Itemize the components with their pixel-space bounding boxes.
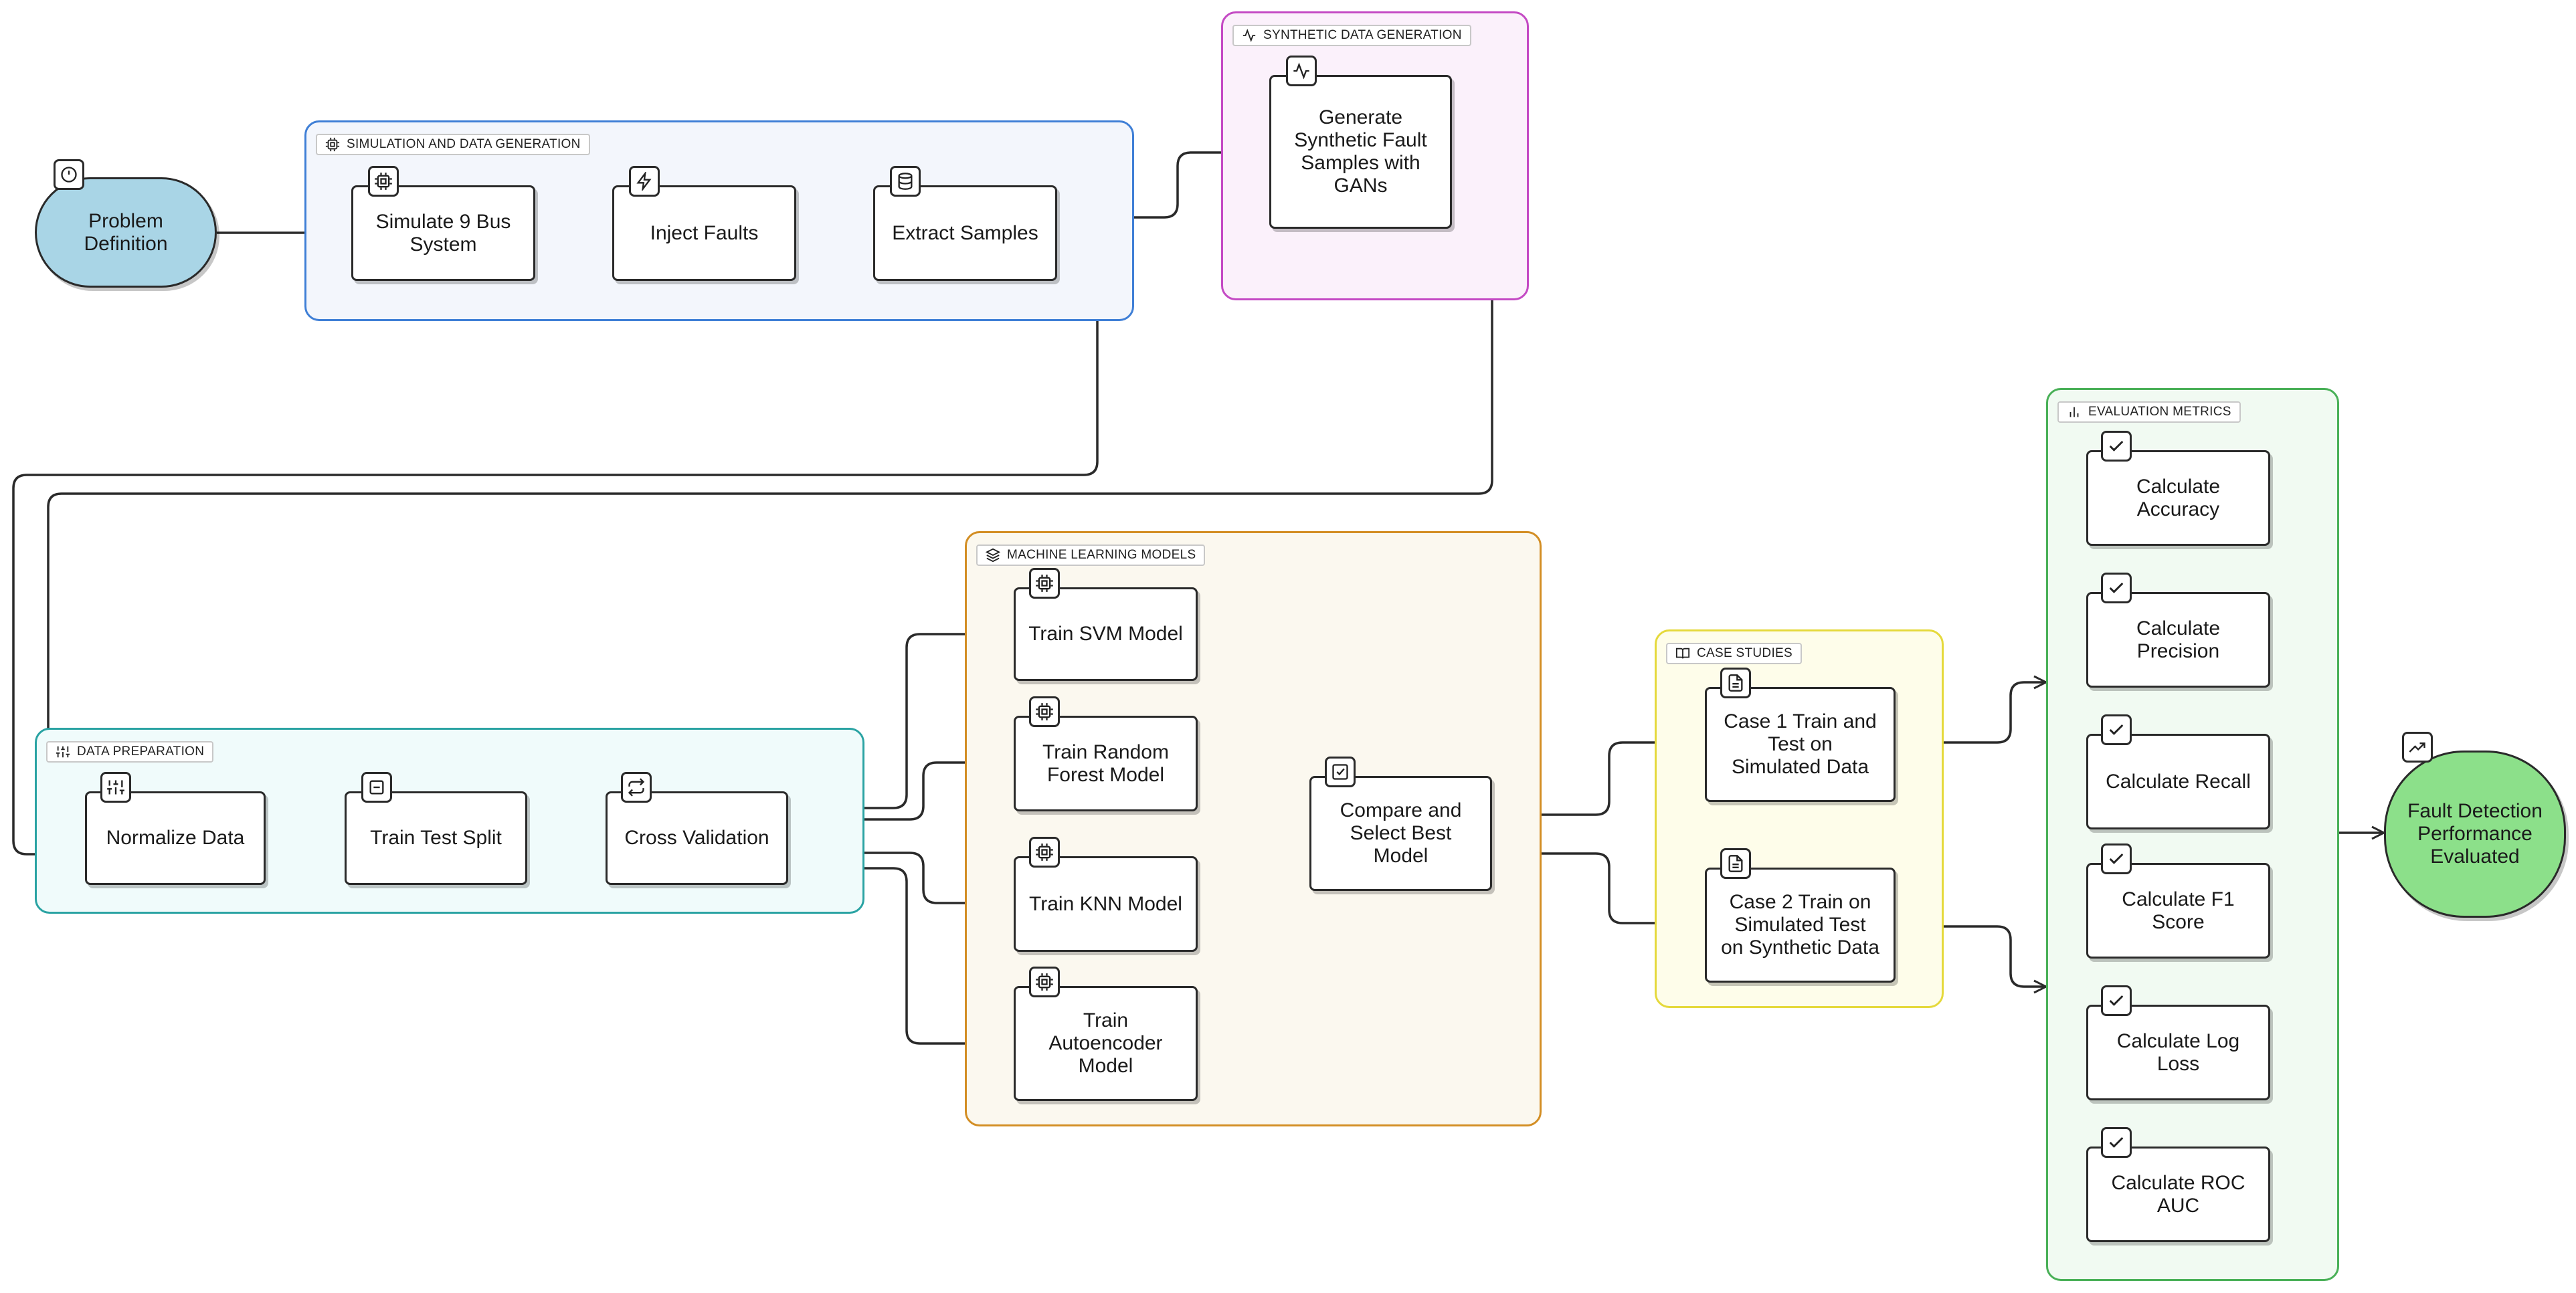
sliders-icon: [100, 772, 131, 803]
inject-faults-node[interactable]: Inject Faults: [612, 185, 796, 281]
cpu-icon: [1029, 696, 1060, 727]
train-autoencoder-node[interactable]: Train Autoencoder Model: [1014, 986, 1198, 1101]
file-text-icon: [1720, 848, 1751, 879]
check-icon: [2101, 714, 2132, 745]
cpu-icon: [1029, 837, 1060, 868]
normalize-data-node[interactable]: Normalize Data: [85, 791, 266, 885]
edge-compare-case1: [1492, 742, 1704, 816]
zap-icon: [629, 166, 660, 197]
calc-precision-node[interactable]: Calculate Precision: [2086, 592, 2270, 688]
train-svm-node[interactable]: Train SVM Model: [1014, 587, 1198, 681]
check-icon: [2101, 843, 2132, 874]
calc-f1-node[interactable]: Calculate F1 Score: [2086, 863, 2270, 959]
train-random-forest-node[interactable]: Train Random Forest Model: [1014, 716, 1198, 811]
file-text-icon: [1720, 668, 1751, 698]
calc-logloss-node[interactable]: Calculate Log Loss: [2086, 1005, 2270, 1100]
sliders-icon: [56, 746, 70, 758]
minus-square-icon: [361, 772, 392, 803]
check-square-icon: [1325, 757, 1356, 787]
start-terminal-label: Problem Definition: [84, 209, 168, 255]
book-open-icon: [1675, 648, 1690, 659]
group-simulation-label: SIMULATION AND DATA GENERATION: [316, 134, 590, 155]
edge-case2-eval: [1896, 925, 2046, 987]
extract-samples-node[interactable]: Extract Samples: [873, 185, 1057, 281]
edge-case1-eval: [1896, 682, 2046, 744]
edge-compare-case2: [1492, 852, 1704, 923]
end-terminal[interactable]: Fault Detection Performance Evaluated: [2384, 751, 2566, 918]
calc-accuracy-node[interactable]: Calculate Accuracy: [2086, 450, 2270, 546]
group-case-studies-label: CASE STUDIES: [1666, 643, 1802, 664]
case-2-node[interactable]: Case 2 Train on Simulated Test on Synthe…: [1705, 868, 1896, 983]
edge-cv-knn: [788, 852, 1013, 903]
end-terminal-label: Fault Detection Performance Evaluated: [2407, 800, 2543, 868]
group-data-preparation-label: DATA PREPARATION: [46, 741, 214, 763]
generate-gan-samples-node[interactable]: Generate Synthetic Fault Samples with GA…: [1269, 75, 1452, 229]
cross-validation-node[interactable]: Cross Validation: [606, 791, 788, 885]
train-knn-node[interactable]: Train KNN Model: [1014, 856, 1198, 952]
group-evaluation-metrics-label: EVALUATION METRICS: [2057, 401, 2241, 423]
calc-recall-node[interactable]: Calculate Recall: [2086, 734, 2270, 829]
check-icon: [2101, 1127, 2132, 1158]
train-test-split-node[interactable]: Train Test Split: [345, 791, 527, 885]
cpu-icon: [325, 137, 340, 152]
database-icon: [890, 166, 921, 197]
activity-icon: [1286, 56, 1317, 86]
bar-chart-icon: [2069, 407, 2079, 417]
cpu-icon: [368, 166, 399, 197]
group-ml-models-label: MACHINE LEARNING MODELS: [976, 544, 1206, 566]
trending-up-icon: [2402, 732, 2433, 763]
cpu-icon: [1029, 967, 1060, 997]
calc-roc-auc-node[interactable]: Calculate ROC AUC: [2086, 1147, 2270, 1242]
check-icon: [2101, 431, 2132, 462]
check-icon: [2101, 985, 2132, 1016]
edge-cv-ae: [788, 867, 1013, 1043]
edge-cv-rf: [788, 763, 1013, 821]
cpu-icon: [1029, 568, 1060, 599]
check-icon: [2101, 573, 2132, 603]
simulate-9-bus-node[interactable]: Simulate 9 Bus System: [351, 185, 535, 281]
compare-select-node[interactable]: Compare and Select Best Model: [1309, 776, 1492, 891]
layers-icon: [986, 548, 1000, 563]
activity-icon: [1243, 29, 1256, 42]
clock-icon: [54, 159, 84, 190]
start-terminal[interactable]: Problem Definition: [35, 177, 217, 288]
case-1-node[interactable]: Case 1 Train and Test on Simulated Data: [1705, 687, 1896, 802]
repeat-icon: [621, 772, 652, 803]
group-synthetic-label: SYNTHETIC DATA GENERATION: [1232, 25, 1471, 46]
edge-cv-svm: [788, 634, 1013, 809]
edge-extract-gan: [1057, 153, 1268, 219]
